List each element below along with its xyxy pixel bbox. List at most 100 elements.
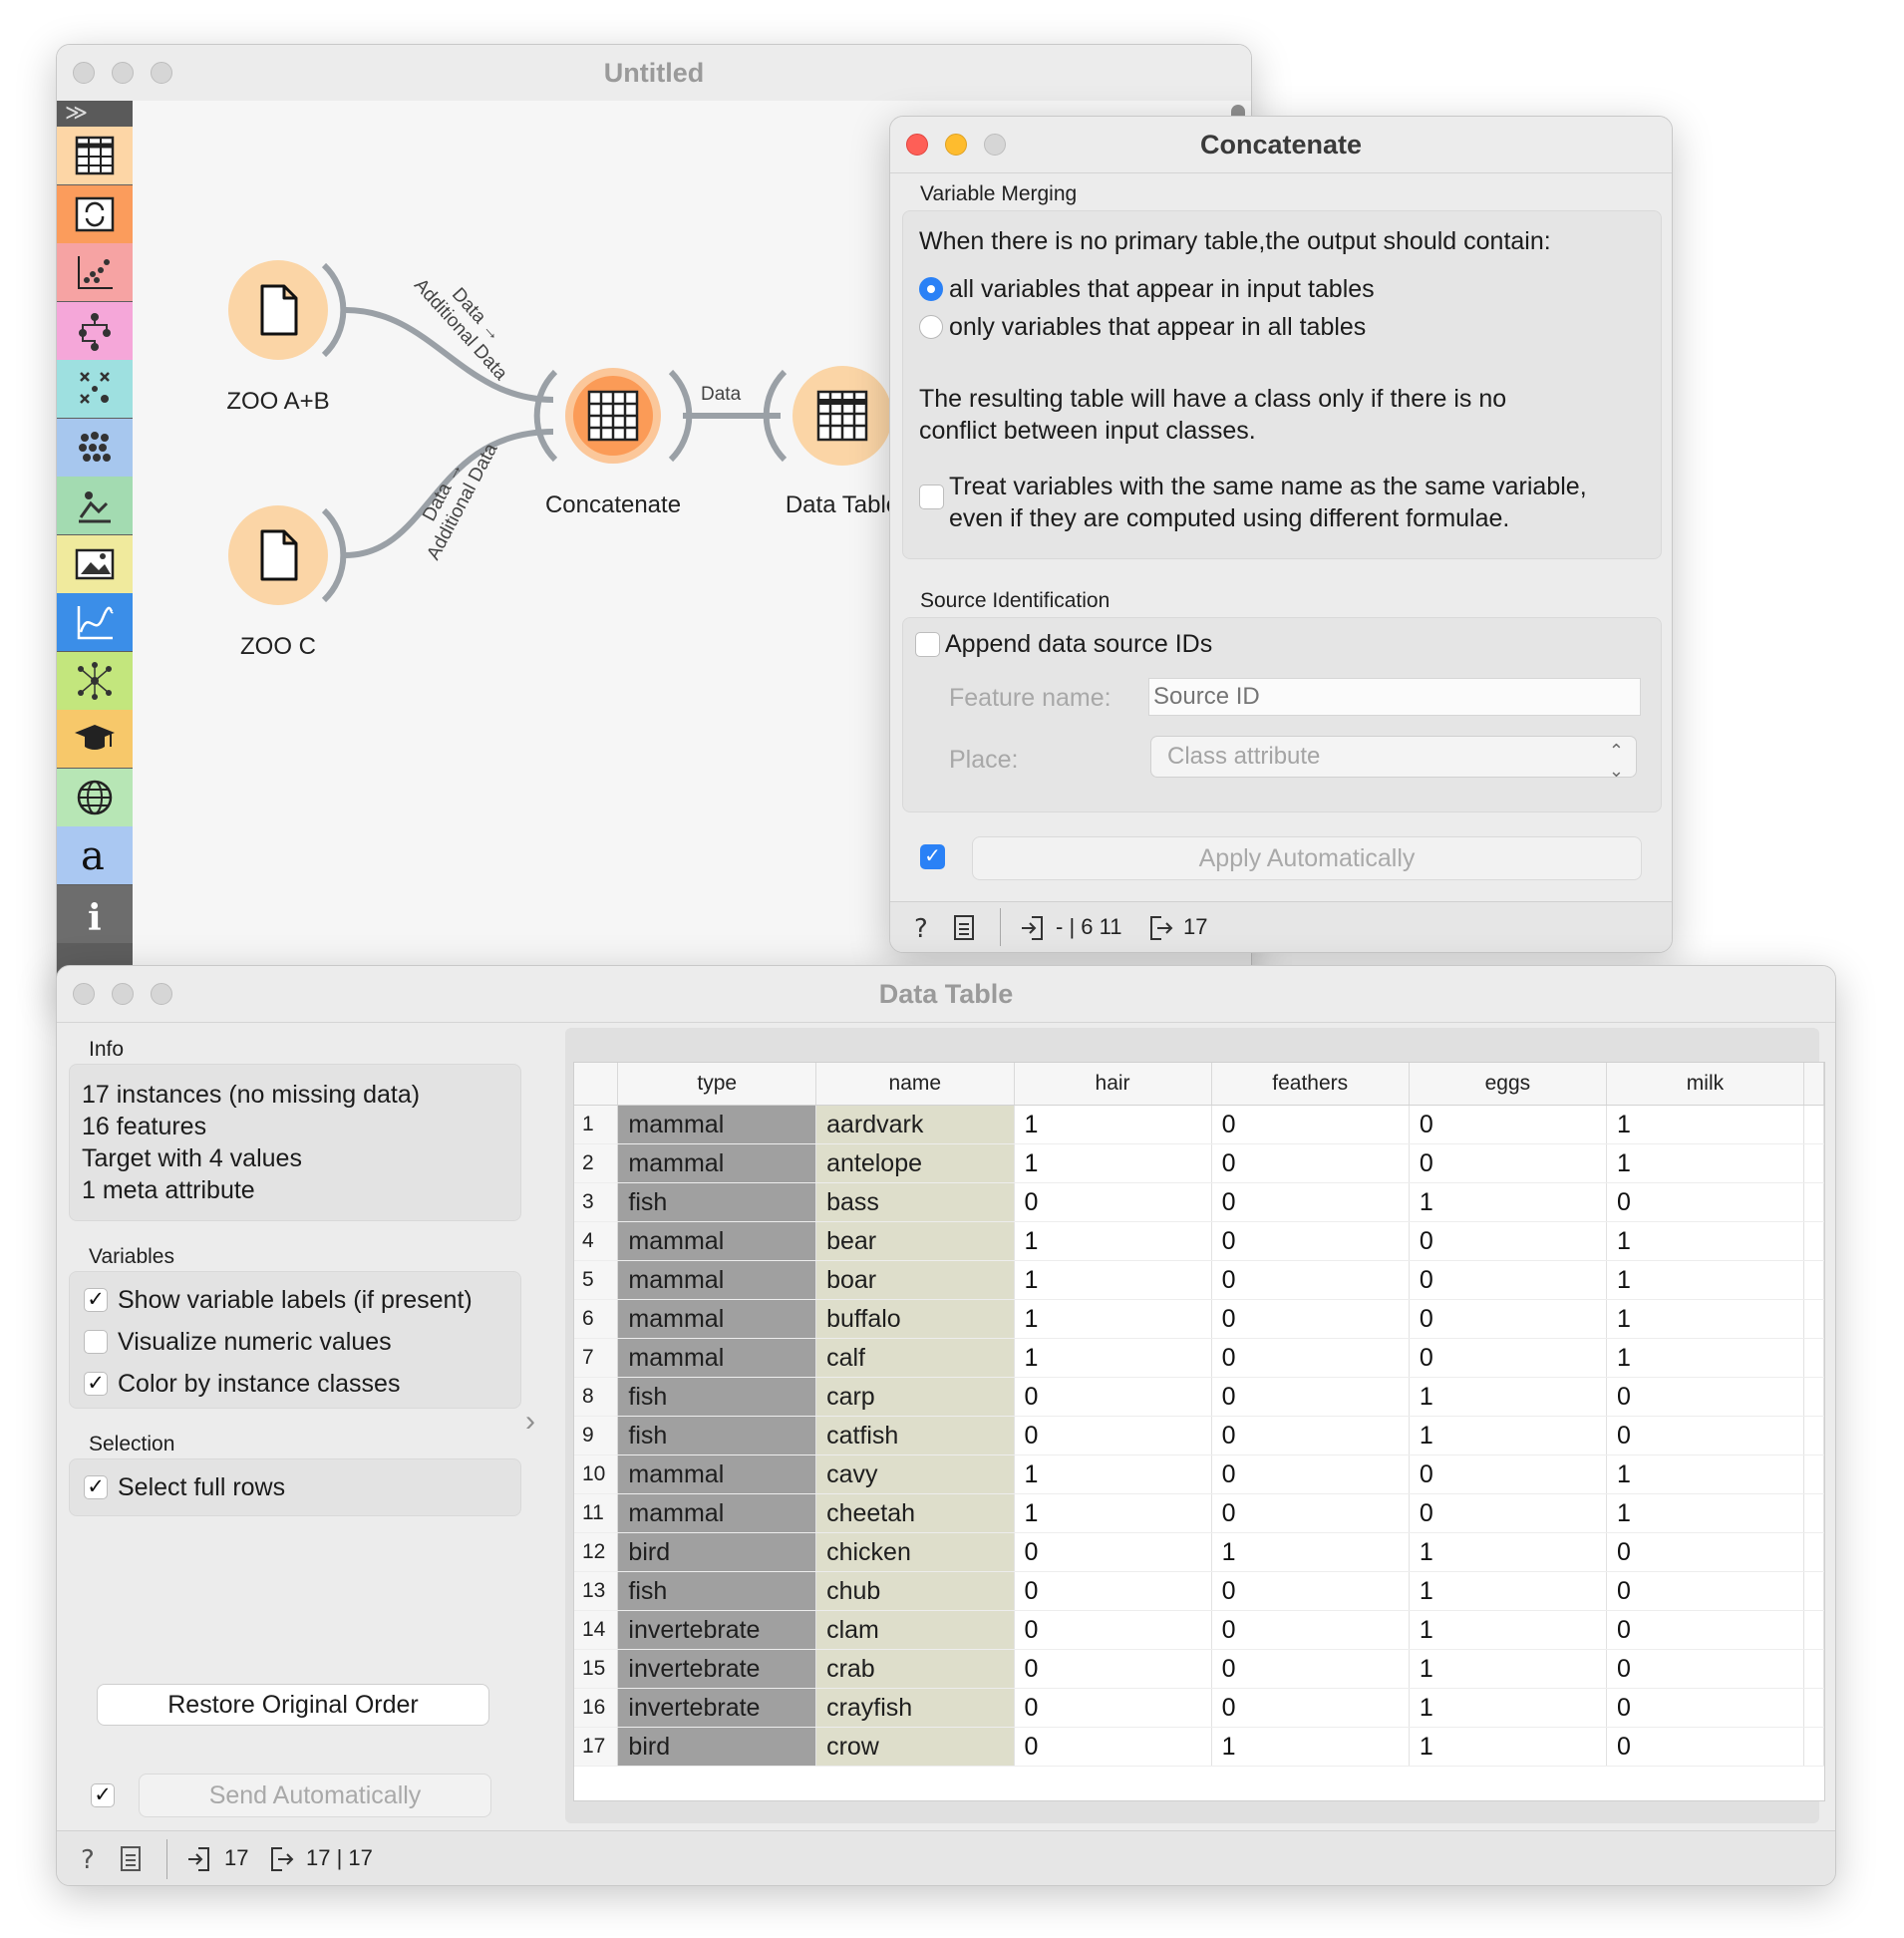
table-cell-milk[interactable]: 1: [1606, 1260, 1804, 1300]
send-automatically-button[interactable]: Send Automatically: [139, 1774, 491, 1817]
table-cell-milk[interactable]: 0: [1606, 1610, 1804, 1650]
row-number[interactable]: 16: [574, 1688, 619, 1728]
visualize-numeric-checkbox[interactable]: [84, 1330, 108, 1354]
toolbox-text-category-icon[interactable]: a: [57, 826, 133, 884]
table-cell-feathers[interactable]: 0: [1211, 1649, 1410, 1689]
node-zoo-ab[interactable]: [228, 260, 347, 360]
column-header[interactable]: eggs: [1409, 1063, 1607, 1106]
table-cell-hair[interactable]: 1: [1014, 1299, 1212, 1339]
visualize-numeric-label[interactable]: Visualize numeric values: [118, 1328, 392, 1356]
table-cell-feathers[interactable]: 0: [1211, 1377, 1410, 1417]
table-cell-type[interactable]: bird: [617, 1532, 817, 1572]
toolbox-info-category-icon[interactable]: i: [57, 884, 133, 943]
table-cell-hair[interactable]: 1: [1014, 1105, 1212, 1144]
table-cell-name[interactable]: boar: [815, 1260, 1015, 1300]
table-cell-eggs[interactable]: 1: [1409, 1688, 1607, 1728]
radio-common-variables[interactable]: [919, 315, 943, 339]
show-labels-checkbox[interactable]: ✓: [84, 1288, 108, 1312]
table-cell-milk[interactable]: 1: [1606, 1338, 1804, 1378]
toolbox-model-category-icon[interactable]: [57, 301, 133, 360]
radio-all-variables-label[interactable]: all variables that appear in input table…: [949, 275, 1375, 303]
collapse-panel-chevron-icon[interactable]: ›: [525, 1405, 535, 1438]
toolbox-evaluate-category-icon[interactable]: [57, 360, 133, 418]
row-number[interactable]: 15: [574, 1649, 619, 1689]
table-cell-milk[interactable]: 1: [1606, 1493, 1804, 1533]
table-cell-type[interactable]: fish: [617, 1571, 817, 1611]
close-button[interactable]: [73, 983, 95, 1005]
table-cell-eggs[interactable]: 1: [1409, 1571, 1607, 1611]
table-cell-feathers[interactable]: 0: [1211, 1610, 1410, 1650]
table-cell-milk[interactable]: 0: [1606, 1727, 1804, 1767]
table-cell-feathers[interactable]: 0: [1211, 1260, 1410, 1300]
table-cell-eggs[interactable]: 0: [1409, 1221, 1607, 1261]
toolbox-spectroscopy-category-icon[interactable]: [57, 477, 133, 534]
row-number[interactable]: 1: [574, 1105, 619, 1144]
table-cell-name[interactable]: antelope: [815, 1143, 1015, 1183]
radio-all-variables[interactable]: [919, 277, 943, 301]
table-cell-name[interactable]: catfish: [815, 1416, 1015, 1455]
table-cell-eggs[interactable]: 0: [1409, 1105, 1607, 1144]
table-cell-type[interactable]: fish: [617, 1416, 817, 1455]
table-cell-type[interactable]: invertebrate: [617, 1649, 817, 1689]
treat-same-label-line2[interactable]: even if they are computed using differen…: [949, 504, 1510, 532]
treat-same-checkbox[interactable]: [919, 484, 944, 509]
toolbox-timeseries-category-icon[interactable]: [57, 593, 133, 651]
table-cell-feathers[interactable]: 0: [1211, 1571, 1410, 1611]
table-cell-name[interactable]: calf: [815, 1338, 1015, 1378]
table-cell-hair[interactable]: 0: [1014, 1727, 1212, 1767]
radio-common-variables-label[interactable]: only variables that appear in all tables: [949, 313, 1367, 341]
table-cell-milk[interactable]: 0: [1606, 1377, 1804, 1417]
table-cell-type[interactable]: bird: [617, 1727, 817, 1767]
table-cell-feathers[interactable]: 0: [1211, 1338, 1410, 1378]
toolbox-network-category-icon[interactable]: [57, 651, 133, 710]
append-ids-label[interactable]: Append data source IDs: [945, 630, 1213, 658]
close-button[interactable]: [906, 134, 928, 156]
table-cell-milk[interactable]: 0: [1606, 1416, 1804, 1455]
toolbox-transform-category-icon[interactable]: [57, 184, 133, 243]
row-number[interactable]: 14: [574, 1610, 619, 1650]
table-cell-hair[interactable]: 1: [1014, 1221, 1212, 1261]
table-cell-feathers[interactable]: 0: [1211, 1416, 1410, 1455]
toolbox-unsupervised-category-icon[interactable]: [57, 418, 133, 477]
table-cell-hair[interactable]: 0: [1014, 1416, 1212, 1455]
send-auto-checkbox[interactable]: ✓: [91, 1783, 115, 1807]
table-cell-hair[interactable]: 1: [1014, 1143, 1212, 1183]
table-cell-type[interactable]: invertebrate: [617, 1688, 817, 1728]
table-cell-type[interactable]: fish: [617, 1182, 817, 1222]
table-cell-type[interactable]: mammal: [617, 1260, 817, 1300]
table-cell-feathers[interactable]: 0: [1211, 1105, 1410, 1144]
table-cell-feathers[interactable]: 0: [1211, 1493, 1410, 1533]
table-cell-milk[interactable]: 1: [1606, 1221, 1804, 1261]
table-cell-eggs[interactable]: 1: [1409, 1416, 1607, 1455]
table-cell-hair[interactable]: 1: [1014, 1454, 1212, 1494]
table-cell-type[interactable]: mammal: [617, 1105, 817, 1144]
help-icon[interactable]: ?: [910, 914, 936, 942]
table-cell-name[interactable]: chicken: [815, 1532, 1015, 1572]
table-cell-eggs[interactable]: 1: [1409, 1377, 1607, 1417]
table-cell-type[interactable]: invertebrate: [617, 1610, 817, 1650]
table-cell-eggs[interactable]: 0: [1409, 1493, 1607, 1533]
table-cell-hair[interactable]: 1: [1014, 1260, 1212, 1300]
toolbox-visualize-category-icon[interactable]: [57, 243, 133, 301]
table-cell-eggs[interactable]: 0: [1409, 1260, 1607, 1300]
table-cell-name[interactable]: cheetah: [815, 1493, 1015, 1533]
apply-automatically-button[interactable]: Apply Automatically: [972, 836, 1642, 880]
toolbox-expand-button[interactable]: ≫: [57, 101, 133, 127]
table-cell-type[interactable]: mammal: [617, 1143, 817, 1183]
table-cell-milk[interactable]: 1: [1606, 1454, 1804, 1494]
table-cell-type[interactable]: mammal: [617, 1454, 817, 1494]
row-number[interactable]: 4: [574, 1221, 619, 1261]
row-number[interactable]: 6: [574, 1299, 619, 1339]
table-cell-feathers[interactable]: 1: [1211, 1727, 1410, 1767]
table-cell-name[interactable]: bass: [815, 1182, 1015, 1222]
table-cell-eggs[interactable]: 1: [1409, 1727, 1607, 1767]
select-full-rows-checkbox[interactable]: ✓: [84, 1475, 108, 1499]
